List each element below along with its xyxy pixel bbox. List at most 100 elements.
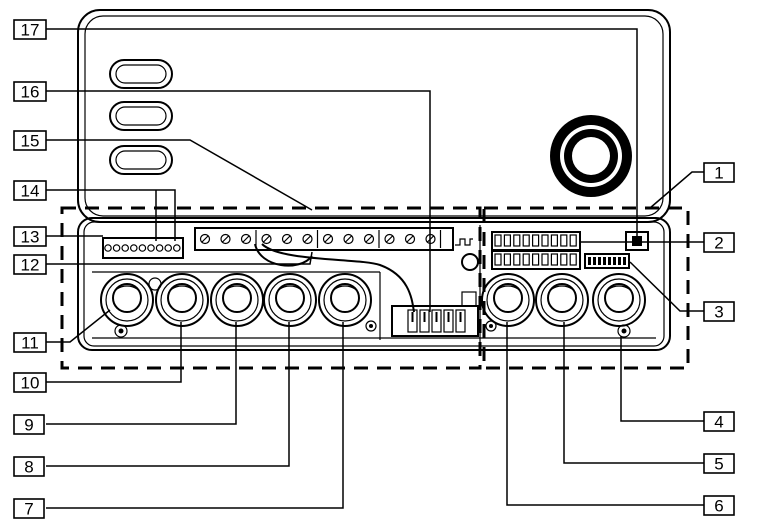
callout-16-label: 16 <box>21 83 40 102</box>
callout-17: 17 <box>13 19 47 40</box>
callout-15: 15 <box>13 130 47 151</box>
small-terminal-block <box>102 237 184 259</box>
callout-14-label: 14 <box>21 182 40 201</box>
cable-gland <box>263 273 317 327</box>
callout-3: 3 <box>703 301 735 322</box>
dip-switch <box>584 253 630 269</box>
callout-16: 16 <box>13 81 47 102</box>
cable-gland <box>210 273 264 327</box>
callout-12-label: 12 <box>21 256 40 275</box>
dip-key <box>623 257 626 265</box>
callout-13-label: 13 <box>21 228 40 247</box>
callout-12: 12 <box>13 254 47 275</box>
terminal-cell <box>541 234 549 247</box>
dip-key <box>613 257 616 265</box>
terminal-cell <box>513 253 521 266</box>
callout-11: 11 <box>13 332 47 353</box>
terminal-cell <box>522 234 530 247</box>
wires <box>254 243 415 313</box>
terminal-screw <box>302 233 313 245</box>
terminal-cell <box>503 234 511 247</box>
callout-8-label: 8 <box>24 458 33 477</box>
callout-13: 13 <box>13 226 47 247</box>
connector-cell <box>431 309 442 333</box>
terminal-screw <box>343 233 354 245</box>
callout-1: 1 <box>703 162 735 183</box>
cable-gland <box>481 273 535 327</box>
terminal-screw <box>240 233 252 245</box>
terminal-cell <box>550 234 559 247</box>
center-connector <box>391 291 479 337</box>
dip-key <box>588 257 591 265</box>
terminal-screw <box>261 233 272 245</box>
cable-gland <box>535 273 589 327</box>
callout-2-label: 2 <box>714 234 723 253</box>
callout-10: 10 <box>13 372 47 393</box>
connector-cell <box>455 309 466 333</box>
cable-gland <box>100 273 154 327</box>
terminal-screw <box>404 233 416 245</box>
terminal-cell <box>560 234 568 247</box>
callout-5: 5 <box>703 453 735 474</box>
terminal-cell <box>541 253 549 266</box>
right-terminal-blocks <box>491 231 581 270</box>
terminal-screw <box>121 244 130 252</box>
terminal-screw <box>130 244 138 252</box>
terminal-cell <box>550 253 559 266</box>
callout-6: 6 <box>703 495 735 516</box>
cable-gland <box>155 273 209 327</box>
terminal-cell <box>569 253 577 266</box>
connector-cell <box>407 309 418 333</box>
terminal-cell <box>513 234 521 247</box>
cable-gland <box>318 273 372 327</box>
dip-key <box>618 257 621 265</box>
main-terminal-strip <box>194 227 454 251</box>
callout-4: 4 <box>703 411 735 432</box>
connector-cell <box>419 309 430 333</box>
terminal-screw <box>164 244 173 252</box>
callout-6-label: 6 <box>714 497 723 516</box>
callout-14: 14 <box>13 180 47 201</box>
terminal-cell <box>522 253 530 266</box>
callout-7: 7 <box>13 498 45 519</box>
callout-1-label: 1 <box>714 164 723 183</box>
callout-10-label: 10 <box>21 374 40 393</box>
round-component <box>461 253 479 271</box>
terminal-screw <box>173 244 181 252</box>
cable-glands <box>100 273 646 327</box>
callout-4-label: 4 <box>714 413 723 432</box>
terminal-screw <box>147 244 155 252</box>
terminal-cell <box>531 234 540 247</box>
callout-5-label: 5 <box>714 455 723 474</box>
terminal-cell <box>569 234 577 247</box>
relay-symbol <box>455 238 473 246</box>
connector-cell <box>443 309 454 333</box>
callout-8: 8 <box>13 456 45 477</box>
callout-17-label: 17 <box>21 21 40 40</box>
callout-9-label: 9 <box>24 416 33 435</box>
callout-7-label: 7 <box>24 500 33 519</box>
callout-2: 2 <box>703 232 735 253</box>
terminal-cell <box>494 253 502 266</box>
terminal-cell <box>503 253 511 266</box>
dip-key <box>608 257 611 265</box>
leader-lines <box>46 28 704 509</box>
terminal-screw <box>155 244 164 252</box>
callout-11-label: 11 <box>21 334 39 353</box>
terminal-screw <box>138 244 147 252</box>
callout-9: 9 <box>13 414 45 435</box>
terminal-screw <box>112 244 121 252</box>
dip-key <box>603 257 606 265</box>
dip-key <box>593 257 596 265</box>
terminal-screw <box>199 233 211 245</box>
terminal-screw <box>220 233 231 245</box>
control-knob <box>550 115 632 197</box>
callout-3-label: 3 <box>714 303 723 322</box>
callout-15-label: 15 <box>21 132 40 151</box>
left-zone-outline <box>60 206 482 370</box>
fixing-screws <box>114 277 631 338</box>
terminal-cell <box>494 234 502 247</box>
terminal-screw <box>104 244 112 252</box>
